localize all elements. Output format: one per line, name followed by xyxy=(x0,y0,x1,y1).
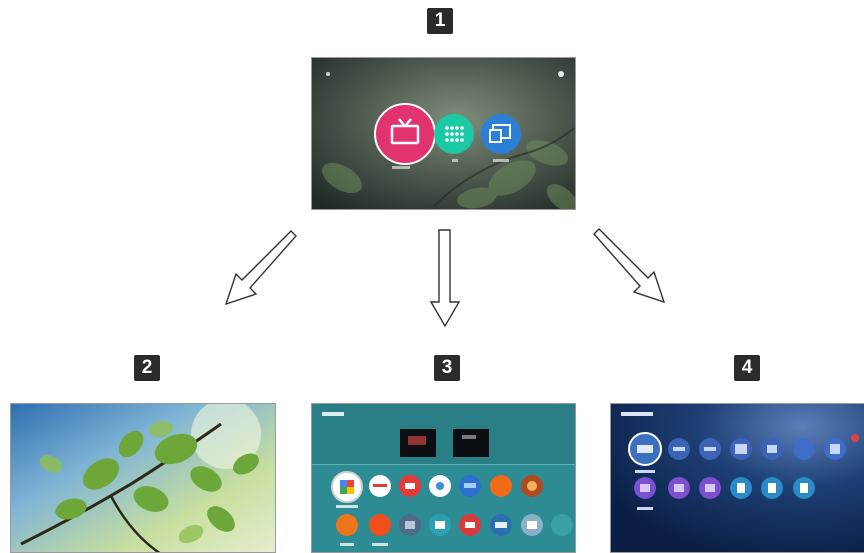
step-badge-1: 1 xyxy=(427,8,453,34)
leaf-background xyxy=(322,140,575,209)
apps-menu-item[interactable] xyxy=(434,114,474,162)
devices-icon xyxy=(489,124,511,143)
arrow-to-step-2 xyxy=(224,230,297,306)
apps-grid-icon xyxy=(445,126,464,142)
app-icon-row-2 xyxy=(336,514,573,546)
leaves xyxy=(55,430,259,532)
step-badge-2: 2 xyxy=(134,355,160,381)
app-icon-row-1 xyxy=(331,471,543,508)
home-menu-screen xyxy=(311,57,576,210)
apps-screen xyxy=(311,403,576,553)
arrow-to-step-4 xyxy=(593,228,666,304)
featured-thumbnail-1[interactable] xyxy=(400,429,436,457)
tv-icon xyxy=(390,118,420,145)
arrow-to-step-3 xyxy=(429,229,461,328)
tv-screen xyxy=(10,403,276,553)
featured-thumbnail-2[interactable] xyxy=(453,429,489,457)
google-play-icon xyxy=(340,480,354,494)
device-icon-row-1 xyxy=(628,432,859,473)
step-badge-3: 3 xyxy=(434,355,460,381)
devices-menu-item[interactable] xyxy=(481,114,521,162)
device-icon-row-2 xyxy=(634,477,815,510)
step-badge-4: 4 xyxy=(734,355,760,381)
devices-screen xyxy=(610,403,864,553)
